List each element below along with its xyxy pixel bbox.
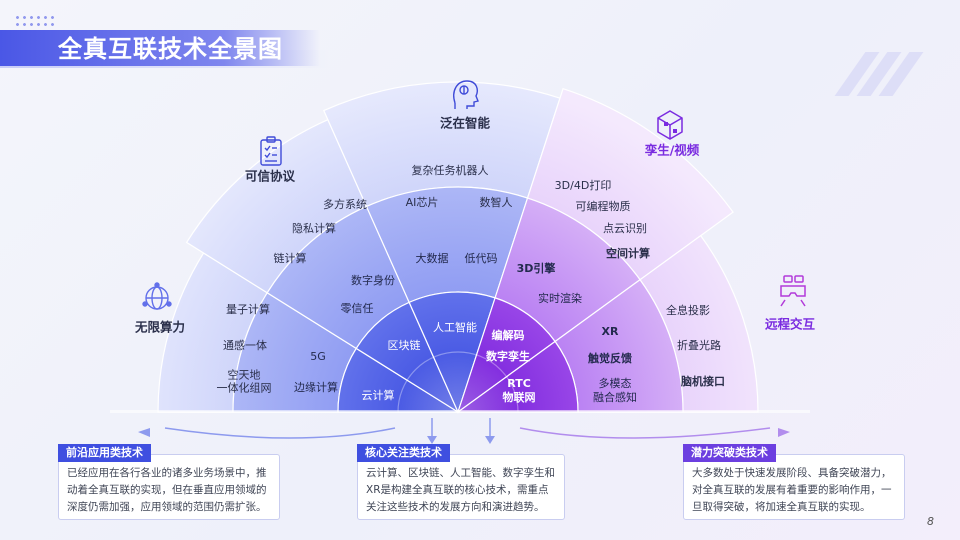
- title-bar: [0, 30, 320, 66]
- arrow-left: [164, 427, 396, 439]
- sector-ai-name: 泛在智能: [440, 116, 491, 131]
- card-potential-tag: 潜力突破类技术: [683, 444, 776, 462]
- sector-infinite-middle-item: 边缘计算: [294, 380, 338, 394]
- sector-trust-outer-item: 隐私计算: [292, 221, 336, 235]
- card-core-tag: 核心关注类技术: [357, 444, 450, 462]
- sector-remote-outer-item: 脑机接口: [681, 374, 725, 388]
- sector-trust-inner-item: 区块链: [388, 338, 421, 352]
- checklist-icon: [260, 136, 282, 166]
- sector-twin-middle-item: 实时渲染: [538, 291, 582, 305]
- fan-baseline: [110, 410, 810, 413]
- sector-trust-middle-item: 数字身份: [351, 273, 395, 287]
- sector-trust-outer-item: 链计算: [274, 251, 307, 265]
- sector-remote-outer-item: 全息投影: [666, 303, 710, 317]
- arrow-right: [519, 427, 771, 439]
- sector-ai-middle-item: 低代码: [465, 252, 498, 265]
- vr-headset-icon: [780, 275, 806, 307]
- sector-remote-outer-item: 折叠光路: [677, 338, 721, 352]
- sector-infinite-inner-item: 云计算: [362, 388, 395, 402]
- sector-twin-outer-item: 点云识别: [603, 222, 647, 235]
- page-number: 8: [927, 515, 934, 528]
- cube-icon: [657, 110, 683, 140]
- sector-ai-outer-item: AI芯片: [406, 195, 439, 209]
- sector-ai-outer-item: 数智人: [480, 195, 513, 209]
- arrow-center-right-head: [485, 436, 495, 444]
- sector-remote-middle-item: 触觉反馈: [587, 351, 632, 365]
- card-potential: 潜力突破类技术 大多数处于快速发展阶段、具备突破潜力，对全真互联的发展有着重要的…: [683, 440, 905, 520]
- sector-infinite-outer-item: 量子计算: [226, 302, 270, 316]
- sector-layer: [157, 81, 759, 414]
- sector-twin-middle-item: 3D引擎: [517, 261, 556, 275]
- arrow-right-head: [778, 428, 790, 437]
- sector-twin-outer-item: 3D/4D打印: [555, 178, 612, 192]
- sector-trust-outer-item: 多方系统: [323, 197, 367, 211]
- sector-twin-inner-item: 编解码: [492, 328, 525, 342]
- page-title: 全真互联技术全景图: [58, 35, 283, 63]
- sector-remote-middle-item: 多模态: [599, 376, 632, 390]
- brain-head-icon: [453, 80, 479, 109]
- sector-remote-middle-item: XR: [602, 325, 619, 338]
- sector-infinite-outer-item: 一体化组网: [217, 381, 272, 395]
- card-frontier: 前沿应用类技术 已经应用在各行各业的诸多业务场景中，推动着全真互联的实现，但在垂…: [58, 440, 280, 520]
- sector-twin-inner-item: RTC: [507, 377, 531, 390]
- decorative-dots: [14, 14, 58, 32]
- sector-twin-outer-item: 可编程物质: [576, 199, 631, 213]
- sector-infinite-middle-item: 5G: [310, 350, 326, 363]
- card-frontier-tag: 前沿应用类技术: [58, 444, 151, 462]
- sector-infinite-name: 无限算力: [134, 320, 185, 335]
- sector-remote-name: 远程交互: [765, 317, 816, 332]
- sector-twin-outer-item: 空间计算: [606, 246, 650, 260]
- card-potential-text: 大多数处于快速发展阶段、具备突破潜力，对全真互联的发展有着重要的影响作用，一旦取…: [683, 454, 905, 520]
- sector-twin-inner-item: 数字孪生: [486, 349, 530, 363]
- card-frontier-text: 已经应用在各行各业的诸多业务场景中，推动着全真互联的实现，但在垂直应用领域的深度…: [58, 454, 280, 520]
- sector-remote-middle-item: 融合感知: [593, 390, 637, 404]
- sector-ai-inner-item: 人工智能: [433, 320, 477, 334]
- card-core: 核心关注类技术 云计算、区块链、人工智能、数字孪生和XR是构建全真互联的核心技术…: [357, 440, 565, 520]
- sector-trust-middle-item: 零信任: [341, 302, 374, 315]
- card-core-text: 云计算、区块链、人工智能、数字孪生和XR是构建全真互联的核心技术，需重点关注这些…: [357, 454, 565, 520]
- sector-ai-outer-item: 复杂任务机器人: [412, 163, 489, 177]
- sector-trust-name: 可信协议: [245, 169, 296, 184]
- sector-infinite-outer-item: 空天地: [228, 368, 261, 382]
- network-globe-icon: [142, 282, 172, 310]
- arrow-left-head: [138, 428, 150, 437]
- sector-twin-name: 孪生/视频: [645, 143, 700, 158]
- sector-ai-middle-item: 大数据: [416, 251, 449, 265]
- sector-infinite-outer-item: 通感一体: [223, 338, 267, 352]
- fan-core-glow: [397, 351, 519, 413]
- arrow-center-left-head: [427, 436, 437, 444]
- sector-twin-inner-item: 物联网: [503, 390, 536, 404]
